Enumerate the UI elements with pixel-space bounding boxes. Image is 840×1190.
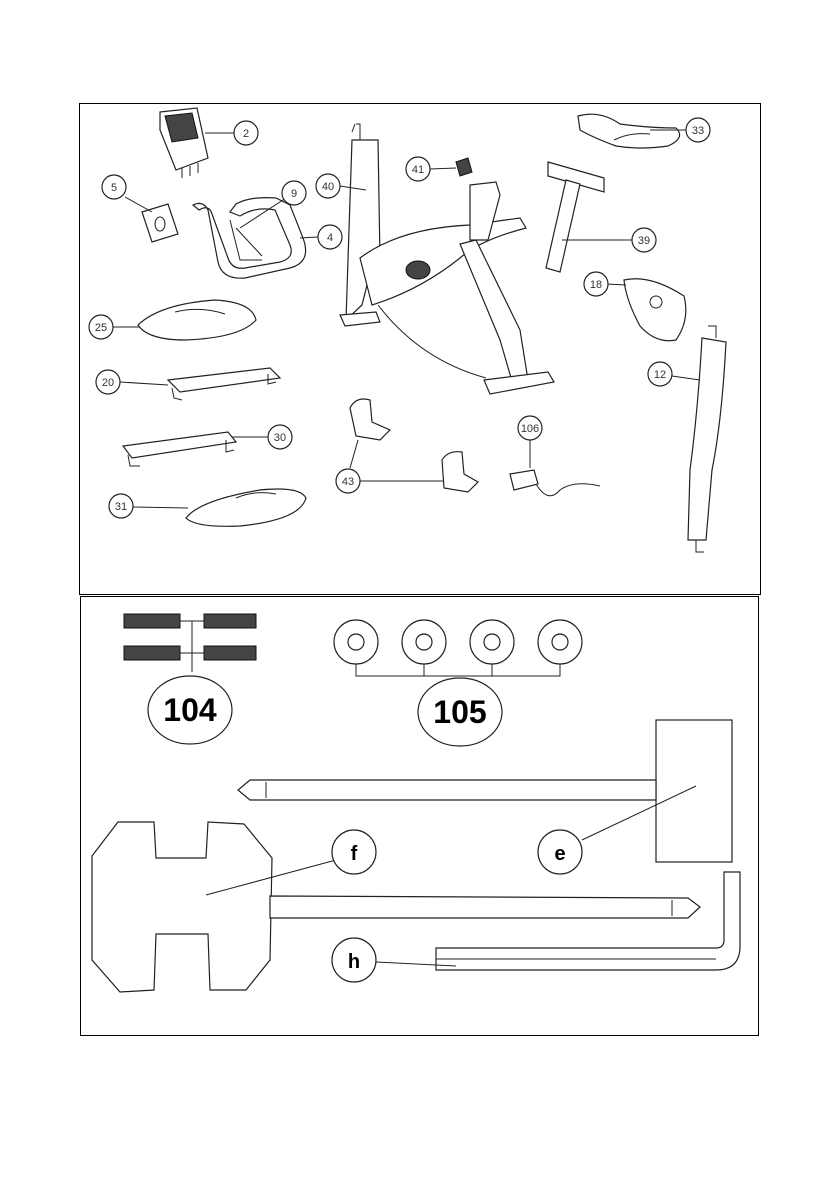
rear-stabilizer-part <box>123 432 268 466</box>
callout-40: 40 <box>316 174 340 198</box>
seat-part <box>578 114 686 148</box>
seat-post-part <box>546 162 632 272</box>
callout-label-20: 20 <box>102 377 114 389</box>
callout-e: e <box>538 830 582 874</box>
callout-20: 20 <box>96 370 120 394</box>
callout-label-40: 40 <box>322 181 334 193</box>
callout-h: h <box>332 938 376 982</box>
callout-label-4: 4 <box>327 232 333 244</box>
callout-f: f <box>332 830 376 874</box>
bolts-group <box>124 614 256 672</box>
callout-label-31: 31 <box>115 501 127 513</box>
callout-105: 105 <box>418 678 502 746</box>
callout-label-30: 30 <box>274 432 286 444</box>
callout-label-e: e <box>554 843 565 865</box>
callout-30: 30 <box>268 425 292 449</box>
callout-label-9: 9 <box>291 188 297 200</box>
rear-cover-part <box>133 489 306 526</box>
callout-25: 25 <box>89 315 113 339</box>
callout-33: 33 <box>686 118 710 142</box>
callout-41: 41 <box>406 157 430 181</box>
callout-label-25: 25 <box>95 322 107 334</box>
console-part <box>160 108 234 178</box>
allen-key-h <box>376 872 740 970</box>
callout-label-5: 5 <box>111 182 117 194</box>
callout-104: 104 <box>148 676 232 744</box>
callout-label-104: 104 <box>163 692 217 728</box>
main-frame-part <box>340 124 554 394</box>
handlebar-part <box>193 198 318 279</box>
callout-31: 31 <box>109 494 133 518</box>
callout-label-h: h <box>348 951 360 973</box>
pedals-part <box>350 399 478 492</box>
power-adapter-part <box>510 440 600 496</box>
callout-label-f: f <box>351 843 358 865</box>
callout-label-18: 18 <box>590 279 602 291</box>
handlebar-post-part <box>672 326 726 552</box>
callout-18: 18 <box>584 272 608 296</box>
callout-4: 4 <box>318 225 342 249</box>
callout-5: 5 <box>102 175 126 199</box>
mount-plate-part <box>125 197 178 242</box>
callout-label-105: 105 <box>433 694 486 730</box>
callout-label-43: 43 <box>342 476 354 488</box>
callout-9: 9 <box>282 181 306 205</box>
front-cover-part <box>112 300 256 340</box>
front-stabilizer-part <box>120 368 280 400</box>
callout-2: 2 <box>234 121 258 145</box>
callout-39: 39 <box>632 228 656 252</box>
callout-label-39: 39 <box>638 235 650 247</box>
callout-43: 43 <box>336 469 360 493</box>
callout-label-33: 33 <box>692 125 704 137</box>
callout-106: 106 <box>518 416 542 440</box>
callout-label-12: 12 <box>654 369 666 381</box>
tension-knob-part <box>430 158 472 176</box>
callout-12: 12 <box>648 362 672 386</box>
callout-label-2: 2 <box>243 128 249 140</box>
callout-label-106: 106 <box>521 423 539 435</box>
wrench-e <box>238 720 732 862</box>
handlebar-cover-part <box>606 279 686 341</box>
callout-label-41: 41 <box>412 164 424 176</box>
washers-group <box>334 620 582 676</box>
